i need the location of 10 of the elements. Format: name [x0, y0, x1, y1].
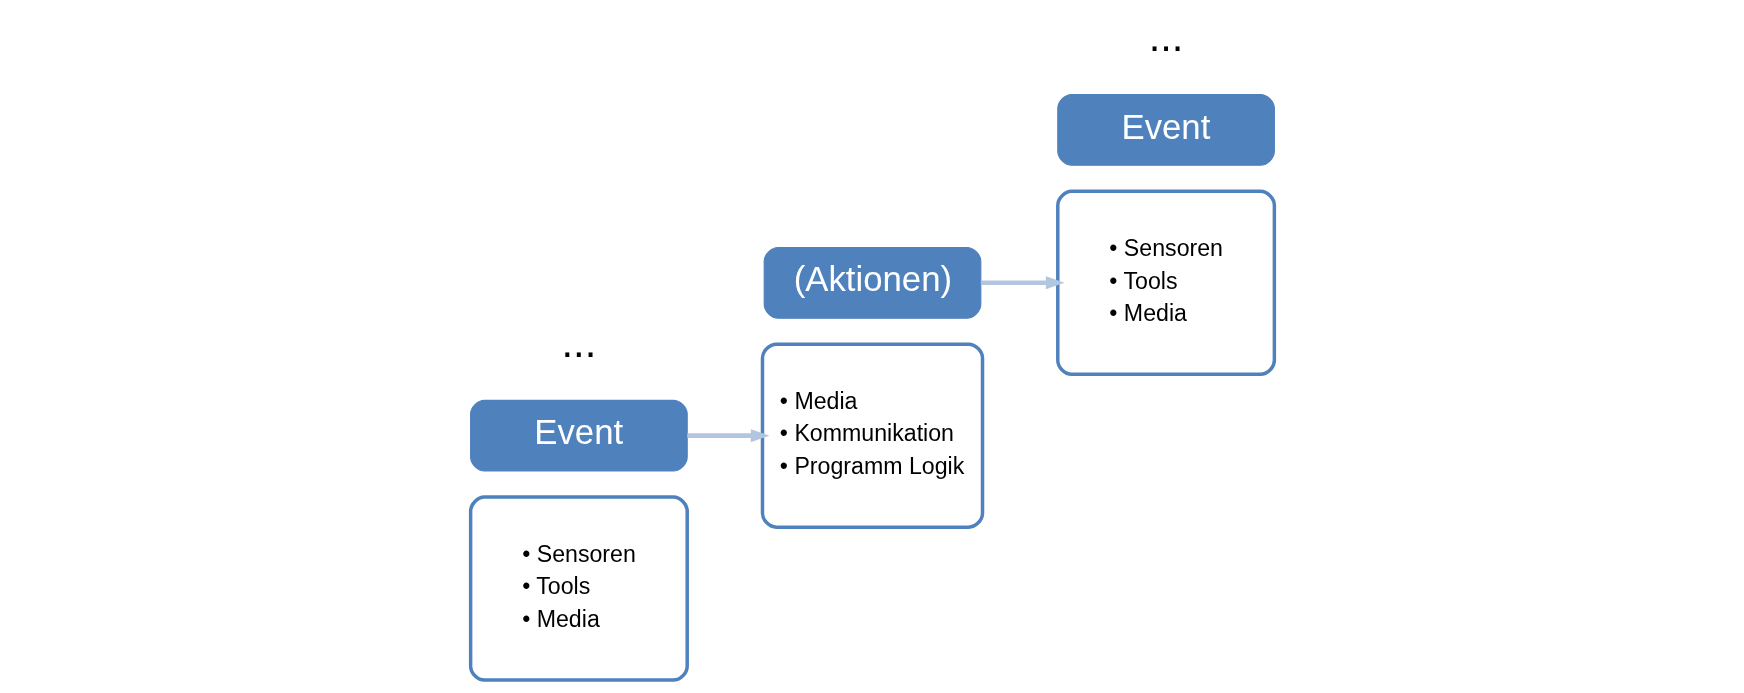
- node-box: Event: [469, 399, 688, 472]
- label: ...: [561, 318, 596, 366]
- node-box: • Sensoren • Tools • Media: [468, 495, 689, 682]
- node-box: • Media • Kommunikation • Programm Logik: [760, 342, 984, 529]
- node-box: • Sensoren • Tools • Media: [1055, 189, 1276, 377]
- node-box: Event: [1056, 94, 1275, 166]
- label: ...: [1148, 12, 1183, 60]
- arrow: [686, 429, 769, 443]
- arrow: [980, 276, 1064, 290]
- node-box: (Aktionen): [763, 246, 981, 319]
